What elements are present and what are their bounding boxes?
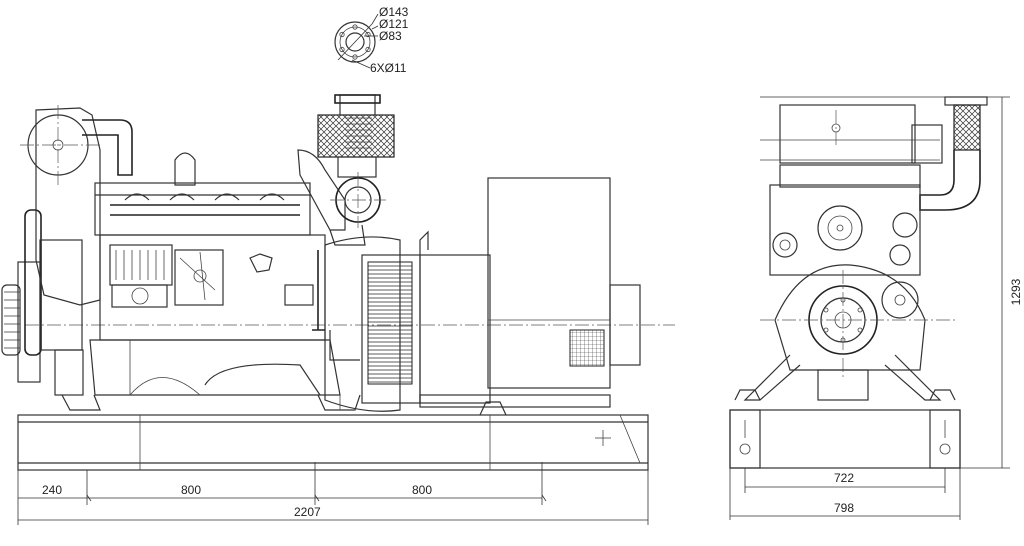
exhaust-flange-detail xyxy=(334,13,379,69)
flywheel-housing xyxy=(312,236,401,412)
flange-pitch-dia-label: Ø121 xyxy=(379,17,409,31)
dim-height-label: 1293 xyxy=(1009,278,1023,305)
side-dimensions xyxy=(17,462,649,525)
end-view xyxy=(729,96,1010,520)
dim-span-1-label: 800 xyxy=(181,483,201,497)
radiator-housing xyxy=(20,105,133,411)
air-filter xyxy=(317,94,395,178)
engine-block xyxy=(89,152,341,396)
flange-outer-dia-label: Ø143 xyxy=(379,5,409,19)
base-frame xyxy=(17,414,649,471)
dim-offset-label: 240 xyxy=(42,483,62,497)
flange-inner-dia-label: Ø83 xyxy=(379,29,402,43)
dim-overall-width-label: 798 xyxy=(834,501,854,515)
dim-overall-length-label: 2207 xyxy=(294,505,321,519)
dim-span-2-label: 800 xyxy=(412,483,432,497)
side-view: 240 800 800 2207 xyxy=(1,94,675,525)
flange-bolts-label: 6XØ11 xyxy=(370,61,407,75)
dim-mount-width-label: 722 xyxy=(834,471,854,485)
alternator xyxy=(361,177,641,416)
front-pulleys xyxy=(1,209,83,383)
fuel-injection-pump xyxy=(109,244,224,308)
turbocharger xyxy=(297,149,386,246)
